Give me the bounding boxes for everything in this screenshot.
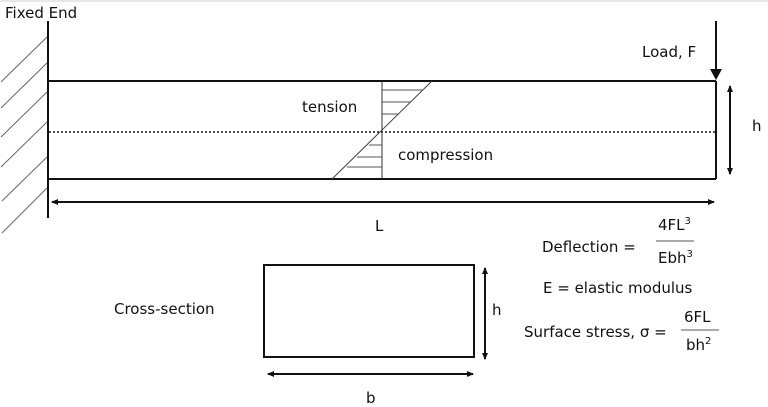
cs-height-label: h [492, 301, 502, 319]
height-label: h [752, 117, 762, 135]
tension-label: tension [302, 98, 357, 116]
load-arrow-icon [710, 69, 722, 80]
deflection-numerator: 4FL3 [658, 216, 691, 234]
stress-lhs: Surface stress, σ = [524, 323, 667, 341]
modulus-definition: E = elastic modulus [543, 279, 693, 297]
wall-hatching [0, 36, 48, 234]
stress-denominator: bh2 [686, 336, 711, 354]
deflection-denominator: Ebh3 [658, 249, 693, 267]
fixed-support [0, 21, 49, 234]
cross-section-label: Cross-section [114, 300, 215, 318]
compression-label: compression [398, 146, 493, 164]
deflection-formula: Deflection = 4FL3 Ebh3 [542, 216, 694, 267]
cross-section-rect [263, 264, 475, 358]
stress-numerator: 6FL [684, 308, 711, 326]
fixed-end-label: Fixed End [5, 4, 77, 22]
length-label: L [375, 217, 384, 235]
deflection-lhs: Deflection = [542, 238, 636, 256]
stress-hatching [347, 89, 423, 168]
load-label: Load, F [642, 43, 696, 61]
stress-formula: Surface stress, σ = 6FL bh2 [524, 308, 719, 354]
cs-width-label: b [366, 389, 376, 407]
top-border [0, 0, 768, 2]
stress-distribution [331, 80, 433, 180]
stress-slope-line [331, 80, 433, 180]
